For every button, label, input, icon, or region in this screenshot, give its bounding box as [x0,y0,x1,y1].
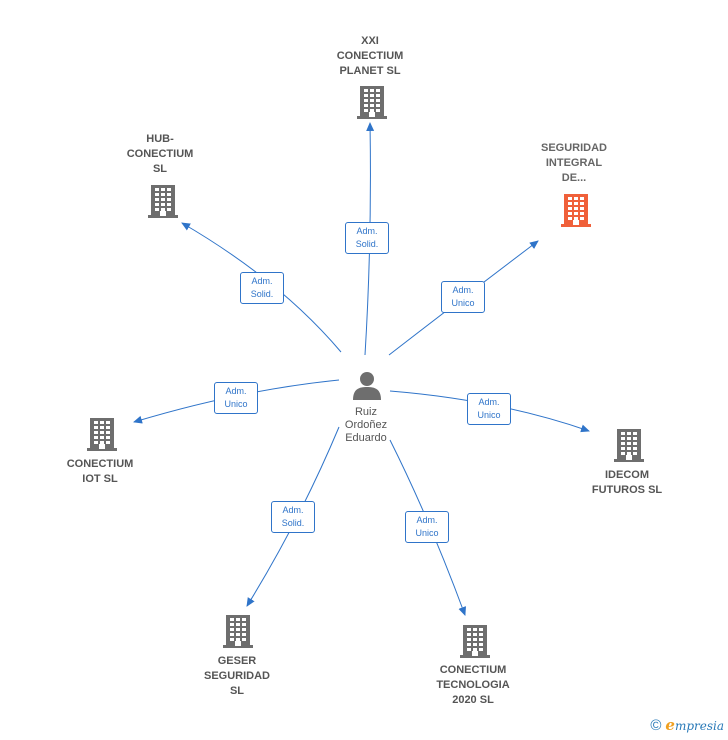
building-icon[interactable] [86,417,118,456]
footer-credit: © empresia [650,716,724,734]
person-icon [352,370,382,405]
company-label-iot[interactable]: CONECTIUM IOT SL [66,458,134,485]
building-icon[interactable] [147,184,179,223]
company-label-xxi[interactable]: XXI CONECTIUM PLANET SL [336,35,404,77]
building-icon[interactable] [459,624,491,663]
brand-logo[interactable]: empresia [665,716,724,734]
company-label-hub[interactable]: HUB- CONECTIUM SL [126,133,194,175]
company-label-geser[interactable]: GESER SEGURIDAD SL [203,655,270,697]
edge-label-idecom: Adm. Unico [467,393,511,425]
edge-label-xxi: Adm. Solid. [345,222,389,254]
edge-label-tecnologia: Adm. Unico [405,511,449,543]
building-icon[interactable] [222,614,254,653]
person-name[interactable]: Ruiz Ordoñez Eduardo [344,406,388,444]
company-label-tecnologia[interactable]: CONECTIUM TECNOLOGIA 2020 SL [436,664,510,706]
building-icon[interactable] [356,85,388,124]
edge-label-geser: Adm. Solid. [271,501,315,533]
building-icon[interactable] [613,428,645,467]
company-label-seguridad[interactable]: SEGURIDAD INTEGRAL DE... [540,142,607,184]
edge-label-iot: Adm. Unico [214,382,258,414]
edge-label-seguridad: Adm. Unico [441,281,485,313]
building-icon[interactable] [560,193,592,232]
copyright-icon: © [650,716,662,734]
edge-label-hub: Adm. Solid. [240,272,284,304]
company-label-idecom[interactable]: IDECOM FUTUROS SL [591,469,663,496]
